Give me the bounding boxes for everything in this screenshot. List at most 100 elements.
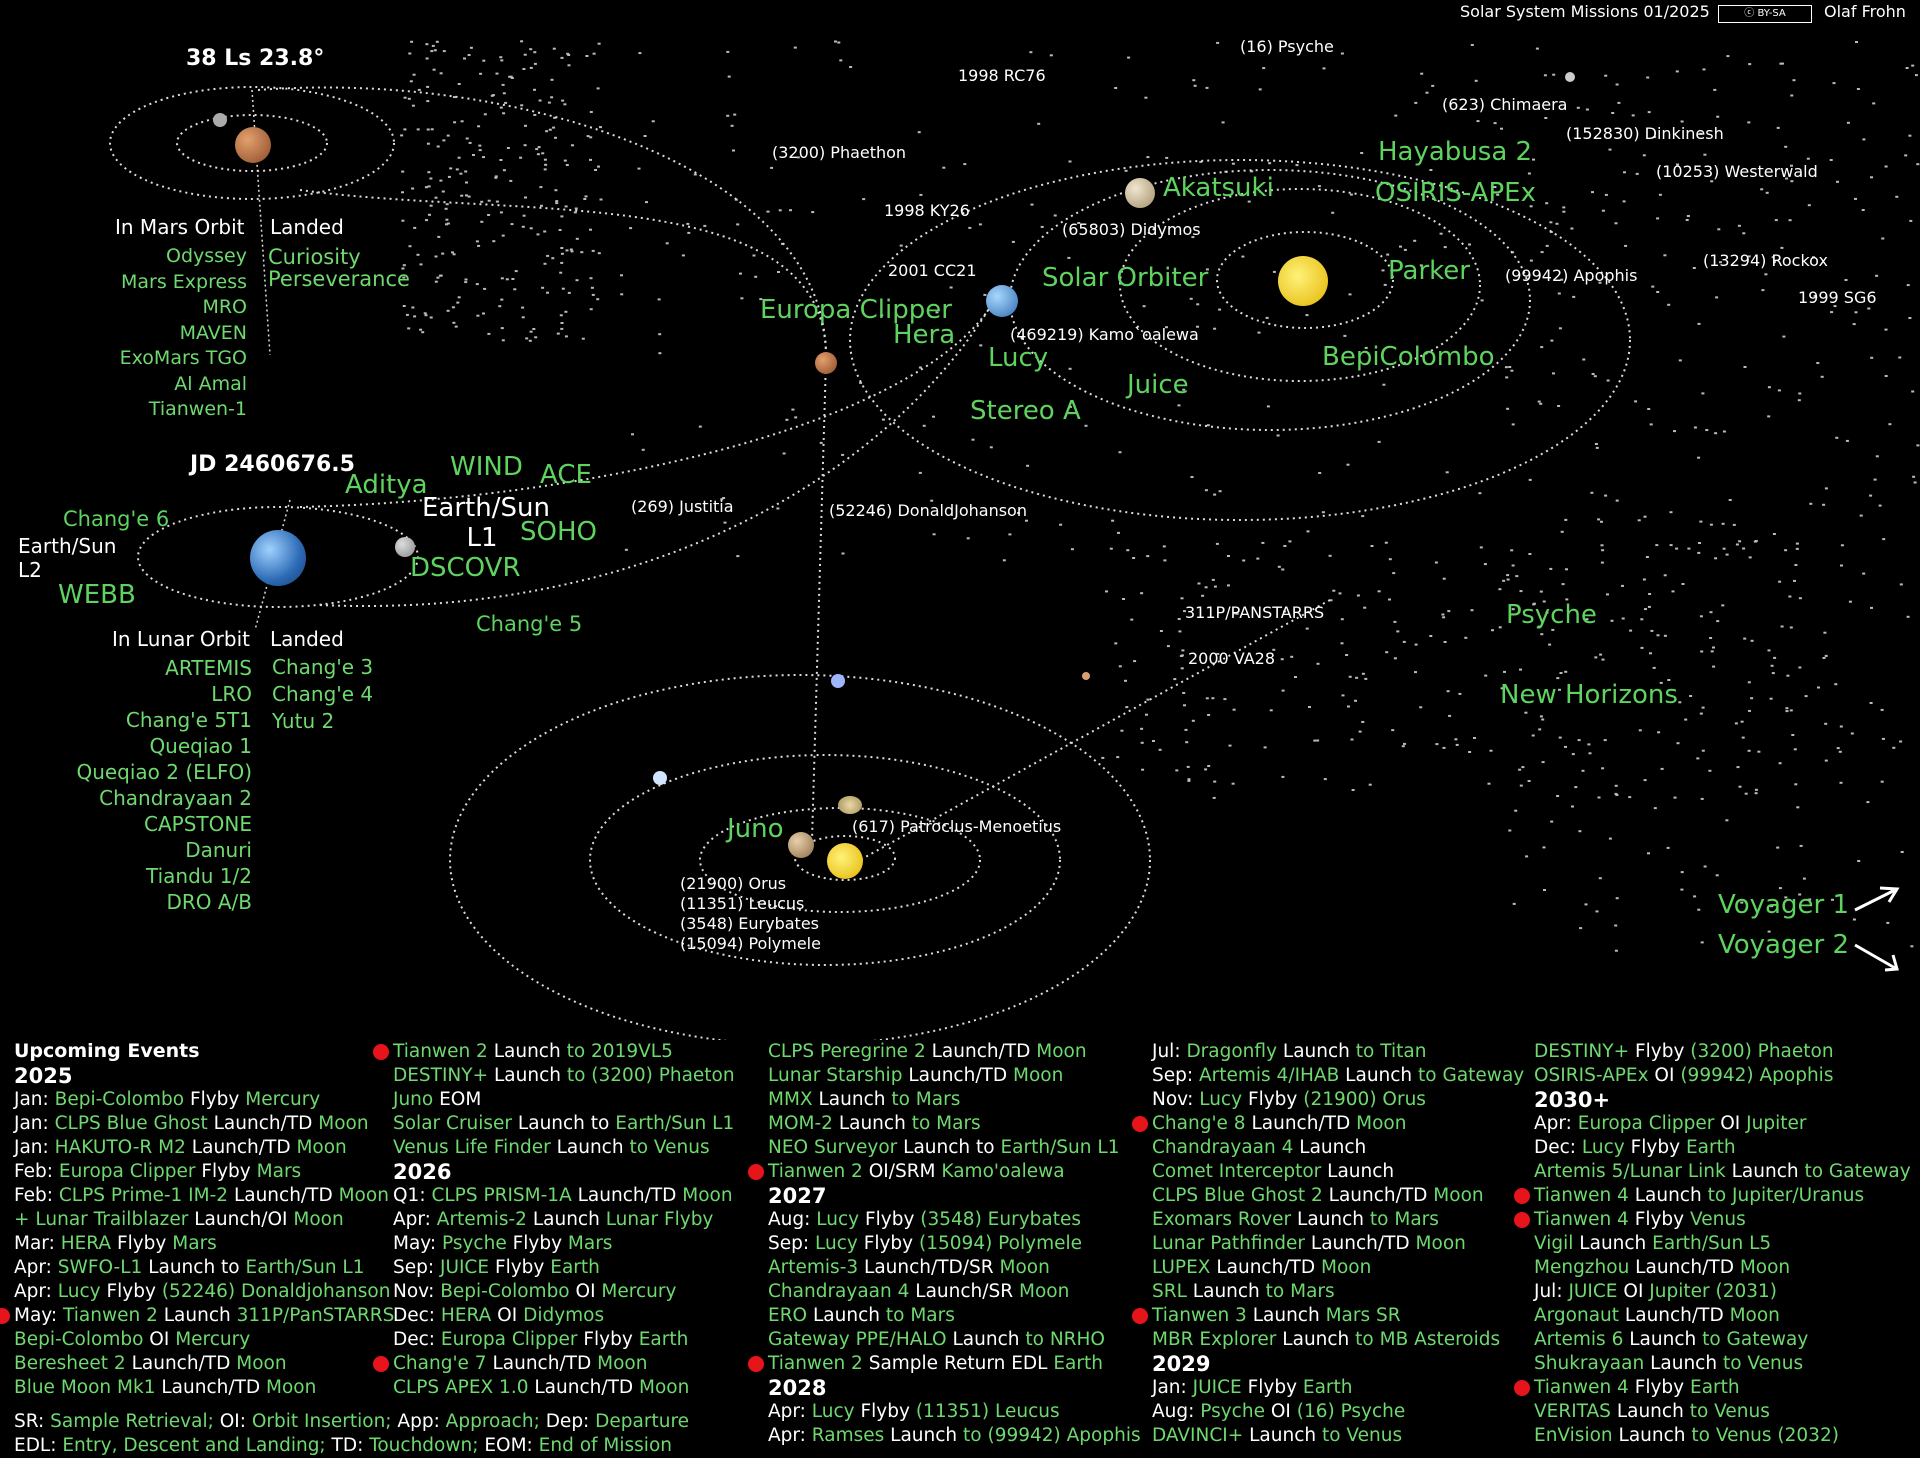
event-item: Apr: Europa Clipper OI Jupiter — [1534, 1112, 1909, 1136]
l1-label: Earth/Sun L1 — [422, 493, 550, 553]
event-text: Flyby — [106, 1281, 162, 1302]
asteroid-dot — [1700, 941, 1704, 944]
asteroid-dot — [1709, 637, 1713, 639]
event-item: Beresheet 2 Launch/TD Moon — [14, 1352, 389, 1376]
asteroid-dot — [1808, 898, 1812, 901]
asteroid-dot — [560, 252, 564, 255]
asteroid-dot — [429, 204, 433, 207]
asteroid-dot — [1785, 707, 1789, 710]
asteroid-dot — [1223, 698, 1227, 701]
event-year: 2027 — [768, 1184, 1143, 1208]
asteroid-dot — [754, 275, 758, 278]
asteroid-dot — [1537, 400, 1541, 403]
asteroid-dot — [1468, 243, 1471, 246]
asteroid-dot — [1026, 464, 1030, 467]
event-text: Jan: — [14, 1089, 55, 1110]
asteroid-dot — [1340, 618, 1344, 621]
asteroid-dot — [1159, 630, 1163, 632]
asteroid-dot — [1651, 285, 1655, 288]
event-text: Shukrayaan — [1534, 1353, 1651, 1374]
asteroid-dot — [1272, 648, 1276, 651]
event-text: Dec: — [1534, 1137, 1582, 1158]
asteroid-dot — [560, 56, 564, 59]
lunar-lander-item: Chang'e 4 — [272, 682, 374, 706]
event-text: Europa Clipper — [440, 1329, 584, 1350]
event-text: Chandrayaan 4 — [768, 1281, 916, 1302]
asteroid-dot — [1187, 779, 1191, 782]
asteroid-dot — [1742, 547, 1746, 550]
asteroid-dot — [1736, 766, 1740, 769]
event-text: Apr: — [768, 1401, 812, 1422]
asteroid-dot — [1754, 788, 1758, 791]
asteroid-dot — [501, 234, 505, 237]
event-text: MMX — [768, 1089, 819, 1110]
asteroid-dot — [424, 314, 428, 317]
event-text: Tianwen 2 — [768, 1353, 869, 1374]
asteroid-dot — [490, 94, 494, 97]
asteroid-dot — [1511, 423, 1515, 426]
asteroid-dot — [429, 177, 433, 180]
asteroid-dot — [1846, 121, 1850, 124]
event-item: Tianwen 4 Launch to Jupiter/Uranus — [1514, 1184, 1909, 1208]
asteroid-dot — [1719, 261, 1722, 264]
lunar-lander-item: Chang'e 3 — [272, 655, 374, 679]
asteroid-dot — [1614, 792, 1618, 795]
asteroid-dot — [1634, 400, 1638, 403]
asteroid-dot — [1676, 163, 1679, 166]
asteroid-dot — [457, 296, 461, 299]
asteroid-dot — [1640, 646, 1644, 649]
asteroid-dot — [1833, 305, 1837, 308]
asteroid-dot — [1798, 597, 1802, 600]
asteroid-dot — [1703, 865, 1707, 868]
asteroid-dot — [434, 280, 438, 283]
mars-lander-item: Perseverance — [268, 267, 410, 291]
event-text: Dec: — [393, 1329, 441, 1350]
asteroid-dot — [543, 168, 547, 171]
asteroid-dot — [1738, 785, 1742, 788]
asteroid-dot — [1710, 650, 1714, 653]
event-text: CLPS Blue Ghost 2 — [1152, 1185, 1329, 1206]
asteroid-dot — [1608, 148, 1612, 151]
asteroid-dot — [1564, 745, 1567, 748]
event-text: Comet Interceptor — [1152, 1161, 1328, 1182]
asteroid-dot — [1446, 690, 1450, 693]
asteroid-dot — [1600, 520, 1603, 523]
europa-clipper-label: Europa Clipper — [760, 295, 952, 325]
event-text: Launch — [1731, 1161, 1805, 1182]
asteroid-dot — [1824, 487, 1828, 490]
event-text: Launch/TD — [1251, 1113, 1357, 1134]
asteroid-dot — [452, 253, 456, 256]
body-label: (11351) Leucus — [680, 894, 805, 913]
event-text: Blue Moon Mk1 — [14, 1377, 162, 1398]
asteroid-dot — [1290, 655, 1294, 658]
event-text: JUICE — [1192, 1377, 1248, 1398]
event-text: Mengzhou — [1534, 1257, 1636, 1278]
asteroid-dot — [441, 190, 445, 193]
asteroid-dot — [1678, 701, 1682, 704]
event-text: Launch/TD — [1624, 1305, 1730, 1326]
asteroid-dot — [1316, 739, 1320, 742]
asteroid-dot — [1642, 154, 1646, 157]
asteroid-dot — [1854, 197, 1857, 200]
uranus — [653, 771, 667, 785]
hayabusa2-label: Hayabusa 2 — [1378, 137, 1533, 167]
asteroid-dot — [1540, 251, 1544, 254]
asteroid-dot — [1183, 610, 1186, 613]
asteroid-dot — [1912, 475, 1916, 478]
asteroid-dot — [1601, 767, 1605, 770]
event-text: Flyby — [189, 1089, 246, 1110]
asteroid-dot — [574, 207, 578, 210]
asteroid-dot — [1647, 852, 1650, 855]
asteroid-dot — [1769, 697, 1773, 700]
asteroid-dot — [487, 199, 491, 202]
event-text: to Venus (2032) — [1691, 1425, 1839, 1446]
parker-label: Parker — [1388, 256, 1470, 286]
asteroid-dot — [1204, 768, 1208, 771]
asteroid-dot — [1779, 62, 1783, 65]
asteroid-dot — [575, 279, 579, 282]
asteroid-dot — [584, 195, 588, 198]
event-text: Launch/SR — [915, 1281, 1019, 1302]
asteroid-dot — [524, 124, 527, 127]
body-label: (152830) Dinkinesh — [1566, 124, 1724, 143]
